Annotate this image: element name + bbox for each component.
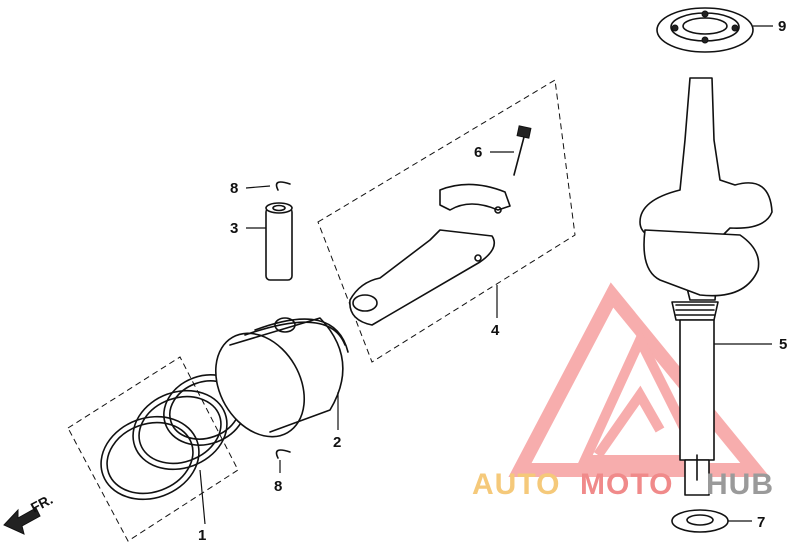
- thrust-washer: [671, 509, 729, 533]
- callout-7: 7: [757, 514, 765, 531]
- callout-4: 4: [491, 322, 500, 339]
- callout-2: 2: [333, 434, 341, 451]
- watermark-word-hub: HUB: [706, 468, 774, 501]
- rod-bolt: [513, 125, 532, 176]
- callout-6: 6: [474, 144, 482, 161]
- callout-3: 3: [230, 220, 238, 237]
- pin-clip-upper: [275, 181, 291, 191]
- front-direction-arrow: FR.: [3, 491, 55, 535]
- watermark-logo-icon: [508, 282, 770, 477]
- callout-8-upper: 8: [230, 180, 238, 197]
- piston-pin: [265, 202, 293, 281]
- piston: [214, 317, 349, 438]
- leader-8a: [245, 185, 271, 189]
- crankshaft: [639, 77, 773, 496]
- leader-1: [199, 469, 206, 525]
- watermark-text: AUTO MOTO HUB: [472, 468, 774, 501]
- callout-1: 1: [198, 527, 206, 544]
- callout-5: 5: [779, 336, 787, 353]
- callout-8-lower: 8: [274, 478, 282, 495]
- watermark-word-auto: AUTO: [472, 468, 560, 501]
- bearing: [656, 7, 754, 53]
- watermark-word-moto: MOTO: [580, 468, 673, 501]
- pin-clip-lower: [275, 449, 291, 459]
- connecting-rod-assembly: [317, 79, 576, 363]
- callout-9: 9: [778, 18, 786, 35]
